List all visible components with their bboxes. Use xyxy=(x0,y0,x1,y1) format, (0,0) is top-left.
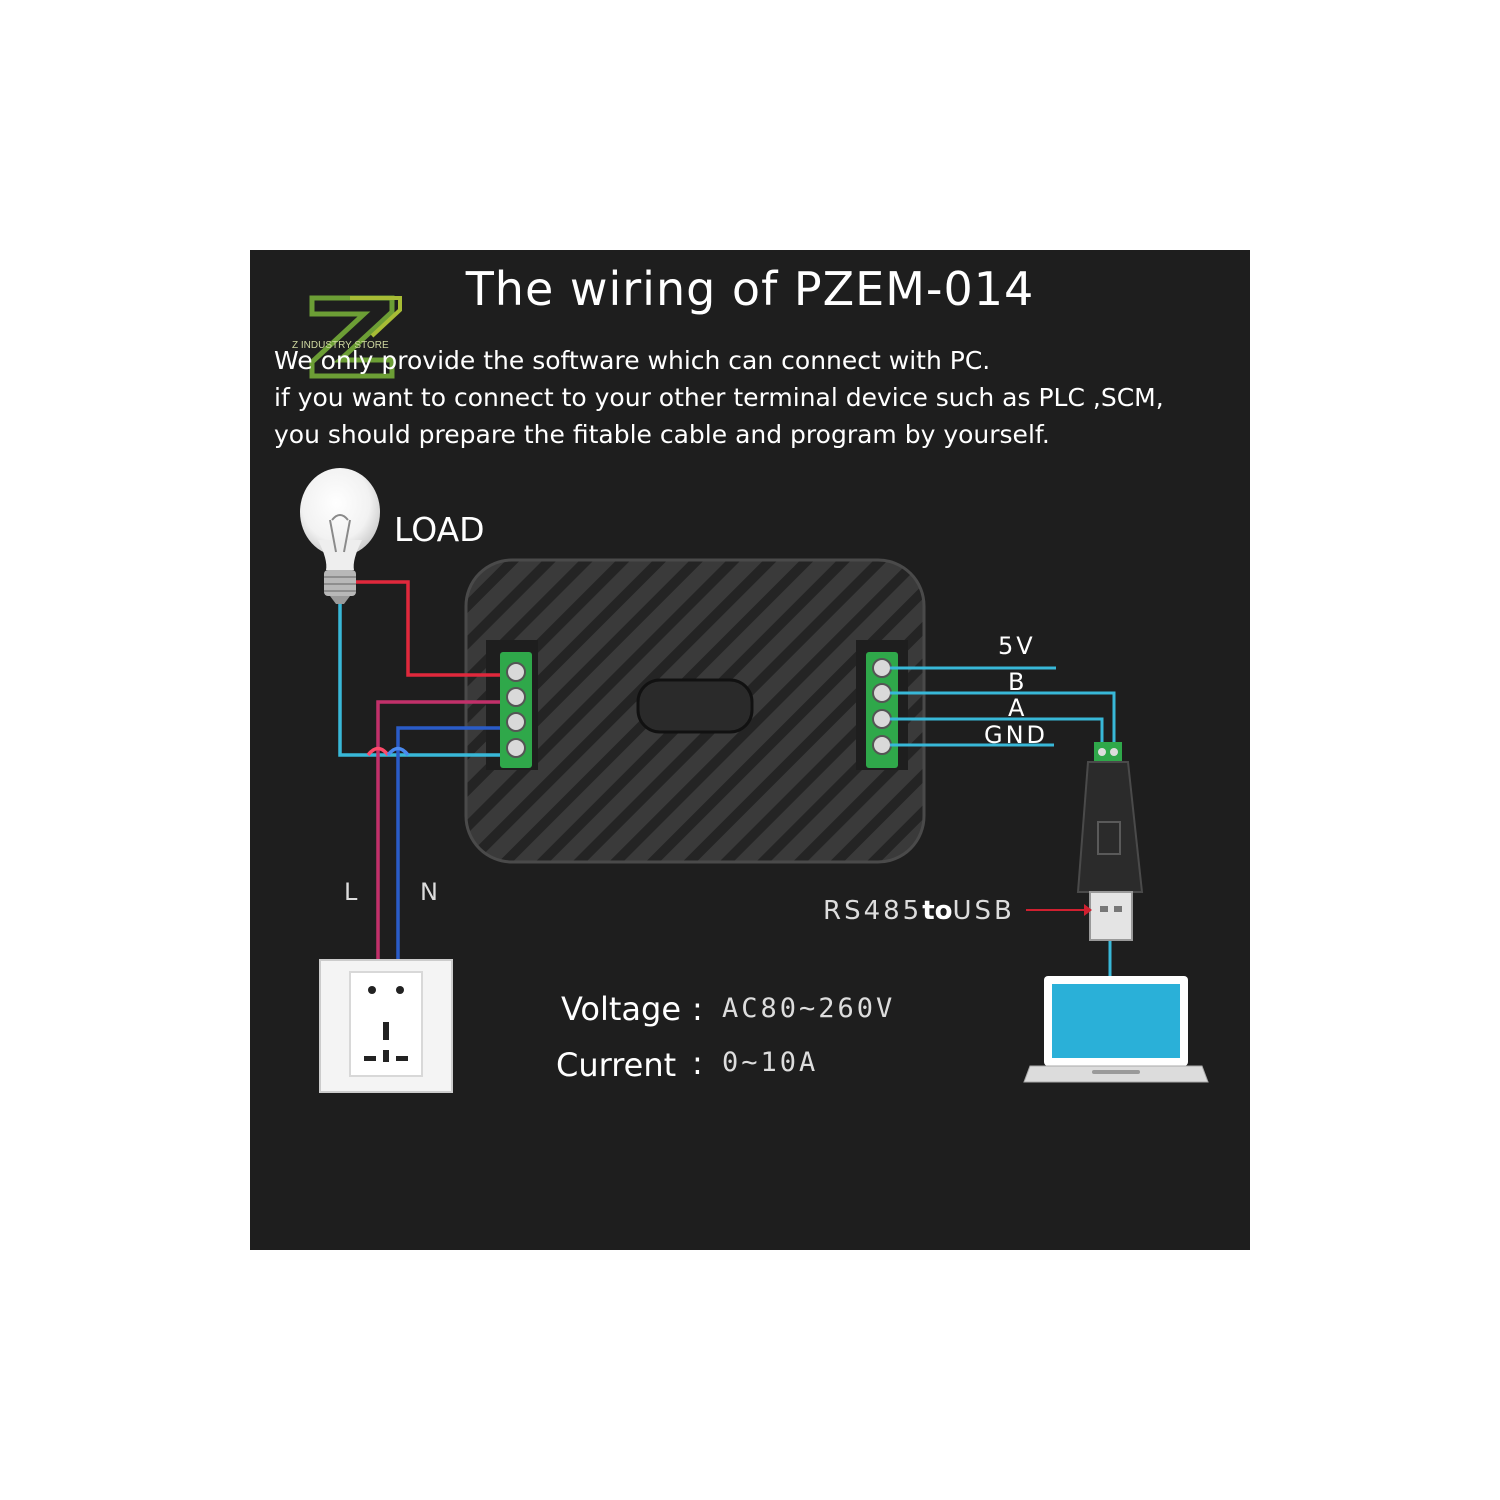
terminal-label-a: A xyxy=(1008,694,1025,722)
rs485-wiring xyxy=(890,666,1116,976)
load-label: LOAD xyxy=(394,510,485,549)
voltage-separator: : xyxy=(692,990,703,1028)
neutral-label: N xyxy=(420,878,438,906)
current-separator: : xyxy=(692,1044,703,1082)
terminal-label-5v: 5V xyxy=(998,632,1036,660)
adapter-label-connector: to xyxy=(922,896,953,926)
adapter-label-suffix: USB xyxy=(952,896,1015,926)
terminal-label-b: B xyxy=(1008,668,1025,696)
store-watermark: Z INDUSTRY STORE xyxy=(292,340,389,351)
note-line-1: We only provide the software which can c… xyxy=(274,346,991,375)
load-live-wire xyxy=(356,580,500,677)
current-label: Current xyxy=(556,1046,677,1084)
page-title: The wiring of PZEM-014 xyxy=(465,262,1035,316)
right-terminal-block xyxy=(866,652,898,768)
voltage-value: AC80~260V xyxy=(722,993,896,1024)
note-line-2: if you want to connect to your other ter… xyxy=(274,383,1164,412)
wire-a xyxy=(890,717,1104,744)
load-return-wire xyxy=(338,604,500,757)
note-line-3: you should prepare the fitable cable and… xyxy=(274,420,1050,449)
line-label: L xyxy=(344,878,358,906)
ac-wiring xyxy=(338,580,500,972)
rs485-usb-adapter-icon xyxy=(1026,742,1144,941)
adapter-label: RS485toUSB xyxy=(823,896,1015,926)
power-meter-device xyxy=(464,558,926,864)
wall-socket-icon xyxy=(319,959,453,1093)
laptop-icon xyxy=(1023,976,1209,1083)
adapter-label-prefix: RS485 xyxy=(823,896,923,926)
voltage-label: Voltage xyxy=(561,990,682,1028)
left-terminal-block xyxy=(500,652,532,768)
light-bulb-icon xyxy=(300,468,380,604)
wire-b xyxy=(890,691,1116,744)
current-value: 0~10A xyxy=(722,1047,819,1078)
terminal-label-gnd: GND xyxy=(984,721,1049,749)
neutral-wire xyxy=(396,726,500,972)
line-wire xyxy=(376,700,500,972)
store-logo xyxy=(309,295,402,379)
